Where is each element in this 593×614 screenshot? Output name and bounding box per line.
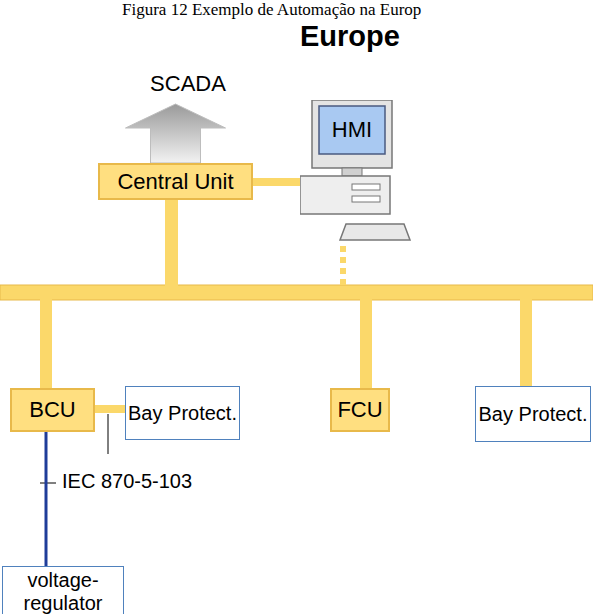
dotted-link <box>340 246 346 285</box>
node-label: Bay Protect. <box>128 402 237 425</box>
screen-area: HMI <box>319 106 385 154</box>
node-label: voltage-regulator <box>3 569 123 614</box>
protocol-label: IEC 870-5-103 <box>62 470 192 493</box>
leader-tick <box>40 483 56 484</box>
bus-drop <box>360 299 372 390</box>
monitor-stand <box>342 168 362 176</box>
node-label: Central Unit <box>117 169 233 194</box>
fcu-box: FCU <box>330 388 390 432</box>
link-line <box>45 432 48 566</box>
diagram-title: Europe <box>300 20 400 53</box>
uplink-arrow <box>126 104 226 163</box>
node-label: SCADA <box>150 71 226 96</box>
base-unit <box>300 176 390 214</box>
bcu-box: BCU <box>10 388 95 432</box>
protection-box: Bay Protect. <box>475 386 591 442</box>
screen-label: HMI <box>332 117 372 142</box>
scada-target: SCADA <box>138 68 238 100</box>
drive-slot <box>352 196 380 202</box>
bus-bar <box>0 285 593 300</box>
regulator-box: voltage-regulator <box>2 566 124 614</box>
hmi-computer: HMI <box>300 100 412 244</box>
node-label: Bay Protect. <box>479 403 588 426</box>
keyboard <box>340 224 410 240</box>
drive-slot <box>352 184 380 190</box>
link-line <box>95 405 125 413</box>
monitor-screen <box>319 106 385 154</box>
central-unit-box: Central Unit <box>98 163 253 200</box>
bus-drop <box>520 299 532 388</box>
figure-caption: Figura 12 Exemplo de Automação na Europ <box>122 0 421 20</box>
bus-drop <box>40 299 52 390</box>
node-label: FCU <box>337 397 382 422</box>
link-line <box>253 178 300 186</box>
protection-box: Bay Protect. <box>125 386 240 440</box>
bus-drop <box>165 199 178 286</box>
node-label: BCU <box>29 397 75 422</box>
monitor-case <box>312 100 392 168</box>
leader-line <box>108 414 109 454</box>
